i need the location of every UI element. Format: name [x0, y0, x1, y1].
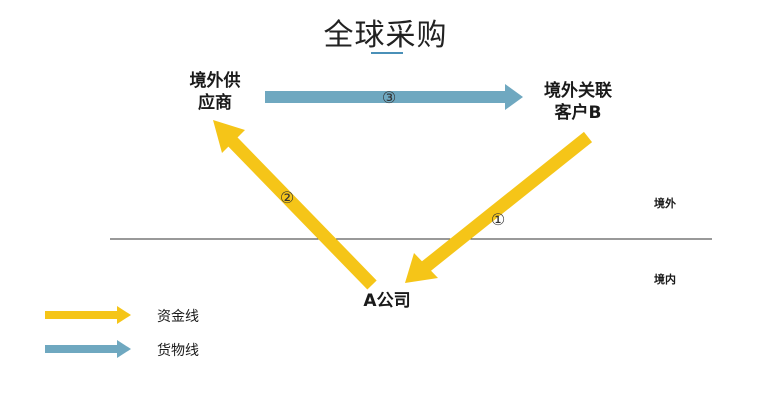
node-overseas-supplier: 境外供 应商 [180, 70, 250, 114]
title-underline [371, 52, 403, 54]
node-supplier-line2: 应商 [198, 93, 232, 113]
zone-label-abroad: 境外 [654, 197, 676, 210]
node-customer-line2: 客户B [554, 103, 602, 123]
node-customer-line1: 境外关联 [544, 81, 612, 101]
step-2-label: ② [280, 188, 294, 207]
zone-label-domestic: 境内 [654, 273, 676, 286]
node-supplier-line1: 境外供 [189, 71, 241, 91]
node-related-customer-b: 境外关联 客户B [518, 80, 638, 124]
money-arrow-2 [213, 120, 377, 290]
step-1-label: ① [491, 210, 505, 229]
goods-arrow-3 [265, 84, 523, 110]
legend-goods-arrow [45, 340, 131, 358]
legend-goods-label: 货物线 [157, 343, 199, 359]
node-company-a: A公司 [363, 291, 411, 311]
step-3-label: ③ [382, 88, 396, 107]
money-arrow-1 [405, 131, 593, 283]
legend-money-label: 资金线 [157, 309, 199, 325]
legend-money-arrow [45, 306, 131, 324]
page-title: 全球采购 [323, 18, 448, 53]
